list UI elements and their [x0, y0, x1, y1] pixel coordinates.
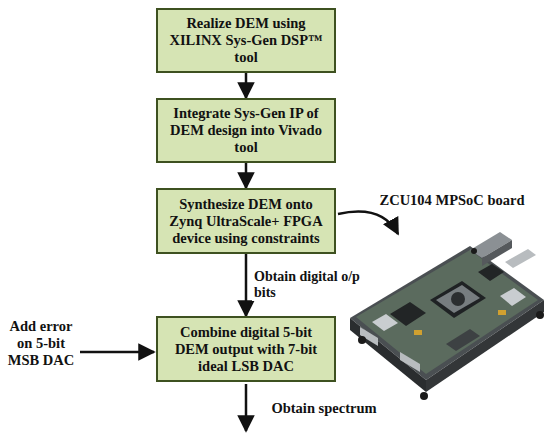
board-picture: [350, 232, 544, 400]
annotation-label: ZCU104 MPSoC board: [372, 192, 532, 209]
flow-arrow: [245, 163, 248, 188]
annotation-label: Obtain spectrum: [254, 400, 394, 417]
process-box: Combine digital 5-bit DEM output with 7-…: [156, 316, 336, 382]
process-box: Integrate Sys-Gen IP of DEM design into …: [156, 98, 336, 163]
process-box: Realize DEM using XILINX Sys-Gen DSP™ to…: [156, 8, 336, 73]
output-arrow: [245, 384, 248, 431]
box-text: Realize DEM using XILINX Sys-Gen DSP™ to…: [163, 15, 329, 66]
flow-arrow: [245, 73, 248, 98]
annotation-label: Add error on 5-bit MSB DAC: [2, 318, 80, 369]
box-text: Synthesize DEM onto Zynq UltraScale+ FPG…: [163, 196, 329, 247]
box-text: Integrate Sys-Gen IP of DEM design into …: [163, 105, 329, 156]
input-arrow: [80, 351, 154, 354]
process-box: Synthesize DEM onto Zynq UltraScale+ FPG…: [156, 188, 336, 254]
curved-arrow: [338, 212, 398, 235]
box-text: Combine digital 5-bit DEM output with 7-…: [163, 324, 329, 375]
edge-label: Obtain digital o/p bits: [252, 269, 368, 301]
flow-arrow: [245, 254, 248, 316]
